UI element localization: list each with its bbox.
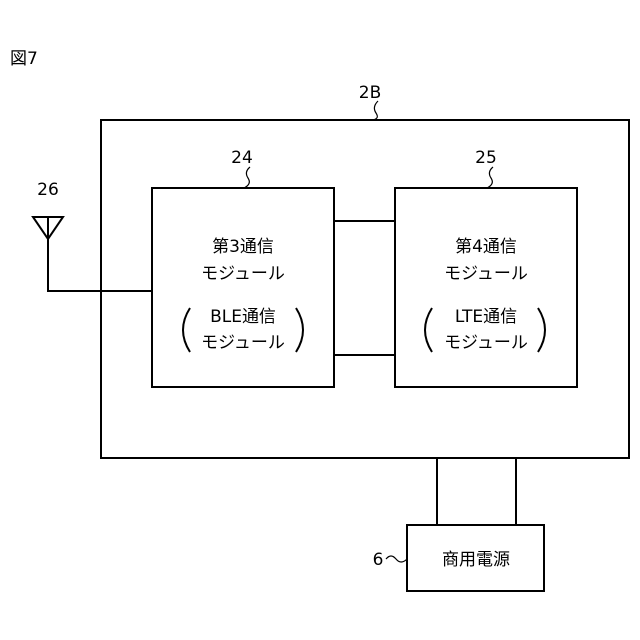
module4-sub-line1: LTE通信 [455, 307, 517, 327]
module4-box [395, 188, 577, 387]
module3-name-line1: 第3通信 [212, 237, 274, 257]
module3-sub-line1: BLE通信 [210, 307, 276, 327]
figure-label: 図7 [10, 49, 38, 69]
module3-sub-line2: モジュール [201, 333, 285, 353]
module4-name-line1: 第4通信 [455, 237, 517, 257]
module4-name-line2: モジュール [444, 264, 528, 284]
antenna-ref: 26 [37, 180, 59, 200]
module3-box [152, 188, 334, 387]
power-leader [386, 556, 407, 562]
device-ref: 2B [359, 83, 381, 103]
module3-name-line2: モジュール [201, 264, 285, 284]
device-leader [372, 101, 378, 120]
module3-ref: 24 [231, 148, 253, 168]
power-ref: 6 [373, 550, 384, 570]
module4-ref: 25 [475, 148, 497, 168]
power-label: 商用電源 [442, 550, 510, 570]
module4-sub-line2: モジュール [444, 333, 528, 353]
